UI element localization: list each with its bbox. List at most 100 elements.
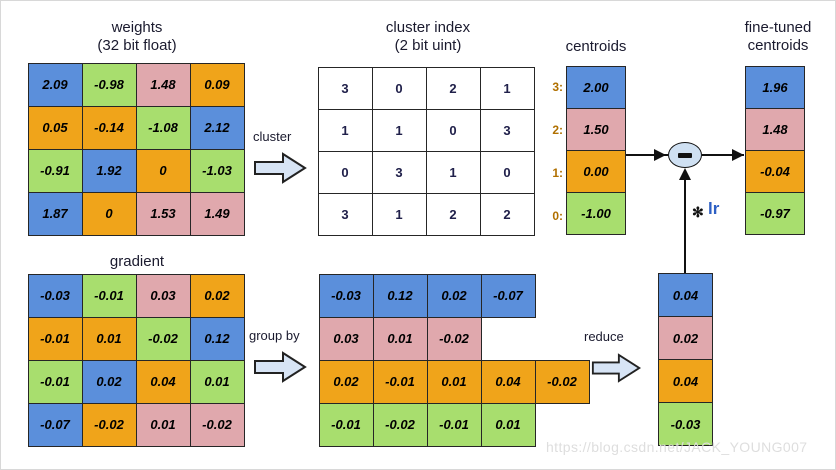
wire-minus-to-fine-tuned bbox=[702, 154, 744, 156]
watermark: https://blog.csdn.net/JACK_YOUNG007 bbox=[546, 439, 808, 455]
lr-label: lr bbox=[708, 199, 720, 218]
centroid-cell: -1.00 bbox=[566, 192, 626, 235]
centroid-index-label: 0: bbox=[552, 209, 563, 223]
centroid-index-label: 2: bbox=[552, 123, 563, 137]
grouped-gradient-cell: 0.03 bbox=[318, 316, 374, 361]
gradient-cell: 0.01 bbox=[135, 402, 191, 447]
weights-cell: -0.98 bbox=[81, 62, 137, 107]
cluster-index-cell: 0 bbox=[479, 150, 535, 194]
weights-cell: 1.92 bbox=[81, 148, 137, 193]
cluster-index-cell: 0 bbox=[317, 150, 373, 194]
centroid-index-label: 1: bbox=[552, 166, 563, 180]
title-gradient: gradient bbox=[109, 253, 165, 270]
grouped-gradient-cell: -0.01 bbox=[426, 402, 482, 447]
centroid-index-label: 3: bbox=[552, 80, 563, 94]
cluster-index-cell: 3 bbox=[317, 192, 373, 236]
grouped-gradient-cell: 0.04 bbox=[480, 359, 536, 404]
reduced-gradient-cell: 0.02 bbox=[658, 316, 713, 360]
centroid-cell: 1.50 bbox=[566, 108, 626, 151]
grouped-gradient-cell: -0.07 bbox=[480, 273, 536, 318]
weights-cell: 0.05 bbox=[27, 105, 83, 150]
gradient-cell: 0.02 bbox=[189, 273, 245, 318]
grouped-gradient-cell: -0.02 bbox=[372, 402, 428, 447]
weights-cell: 0 bbox=[135, 148, 191, 193]
gradient-cell: 0.12 bbox=[189, 316, 245, 361]
cluster-index-cell: 1 bbox=[479, 66, 535, 110]
cluster-index-cell: 2 bbox=[425, 192, 481, 236]
cluster-index-cell: 0 bbox=[425, 108, 481, 152]
lr-multiply-icon: ✻ bbox=[692, 204, 704, 220]
cluster-index-cell: 2 bbox=[479, 192, 535, 236]
centroid-cell: 0.00 bbox=[566, 150, 626, 193]
group-by-arrow-icon bbox=[253, 350, 309, 389]
weights-cell: 1.48 bbox=[135, 62, 191, 107]
reduce-op-label: reduce bbox=[584, 329, 624, 344]
title-fine-tuned-centroids: fine-tuned centroids bbox=[744, 19, 812, 54]
minus-glyph-icon bbox=[678, 152, 692, 158]
gradient-cell: 0.01 bbox=[189, 359, 245, 404]
grouped-gradient-cell: -0.02 bbox=[426, 316, 482, 361]
gradient-cell: -0.01 bbox=[81, 273, 137, 318]
grouped-gradient-cell: 0.01 bbox=[426, 359, 482, 404]
reduce-arrow-icon bbox=[591, 351, 643, 390]
weights-cell: 2.09 bbox=[27, 62, 83, 107]
weights-cell: 0.09 bbox=[189, 62, 245, 107]
grouped-gradient-cell: 0.01 bbox=[372, 316, 428, 361]
grouped-gradient-cell: -0.01 bbox=[318, 402, 374, 447]
grouped-gradient-cell: -0.03 bbox=[318, 273, 374, 318]
cluster-arrow-icon bbox=[253, 151, 309, 190]
weights-cell: 0 bbox=[81, 191, 137, 236]
weights-cell: -1.08 bbox=[135, 105, 191, 150]
arrowhead-up-into-minus-icon bbox=[679, 168, 691, 180]
reduced-gradient-cell: -0.03 bbox=[658, 402, 713, 446]
reduced-gradient-cell: 0.04 bbox=[658, 273, 713, 317]
gradient-cell: 0.01 bbox=[81, 316, 137, 361]
grouped-gradient-cell: 0.02 bbox=[426, 273, 482, 318]
cluster-index-cell: 1 bbox=[425, 150, 481, 194]
arrowhead-into-minus-icon bbox=[654, 149, 666, 161]
weights-cell: 2.12 bbox=[189, 105, 245, 150]
gradient-cell: 0.03 bbox=[135, 273, 191, 318]
weights-cell: 1.49 bbox=[189, 191, 245, 236]
gradient-cell: -0.01 bbox=[27, 359, 83, 404]
title-centroids: centroids bbox=[565, 38, 627, 55]
fine-tuned-centroid-cell: -0.04 bbox=[745, 150, 805, 193]
grouped-gradient-cell: 0.01 bbox=[480, 402, 536, 447]
cluster-index-cell: 1 bbox=[371, 192, 427, 236]
title-weights: weights (32 bit float) bbox=[97, 19, 177, 54]
gradient-cell: -0.01 bbox=[27, 316, 83, 361]
cluster-index-cell: 3 bbox=[371, 150, 427, 194]
cluster-index-cell: 0 bbox=[371, 66, 427, 110]
cluster-index-cell: 2 bbox=[425, 66, 481, 110]
gradient-cell: -0.07 bbox=[27, 402, 83, 447]
gradient-cell: -0.02 bbox=[81, 402, 137, 447]
title-cluster-index: cluster index (2 bit uint) bbox=[385, 19, 471, 54]
grouped-gradient-cell: 0.12 bbox=[372, 273, 428, 318]
gradient-cell: 0.02 bbox=[81, 359, 137, 404]
weights-cell: 1.87 bbox=[27, 191, 83, 236]
weights-cell: -0.14 bbox=[81, 105, 137, 150]
reduced-gradient-cell: 0.04 bbox=[658, 359, 713, 403]
cluster-index-cell: 3 bbox=[479, 108, 535, 152]
cluster-index-cell: 1 bbox=[317, 108, 373, 152]
weights-cell: -1.03 bbox=[189, 148, 245, 193]
